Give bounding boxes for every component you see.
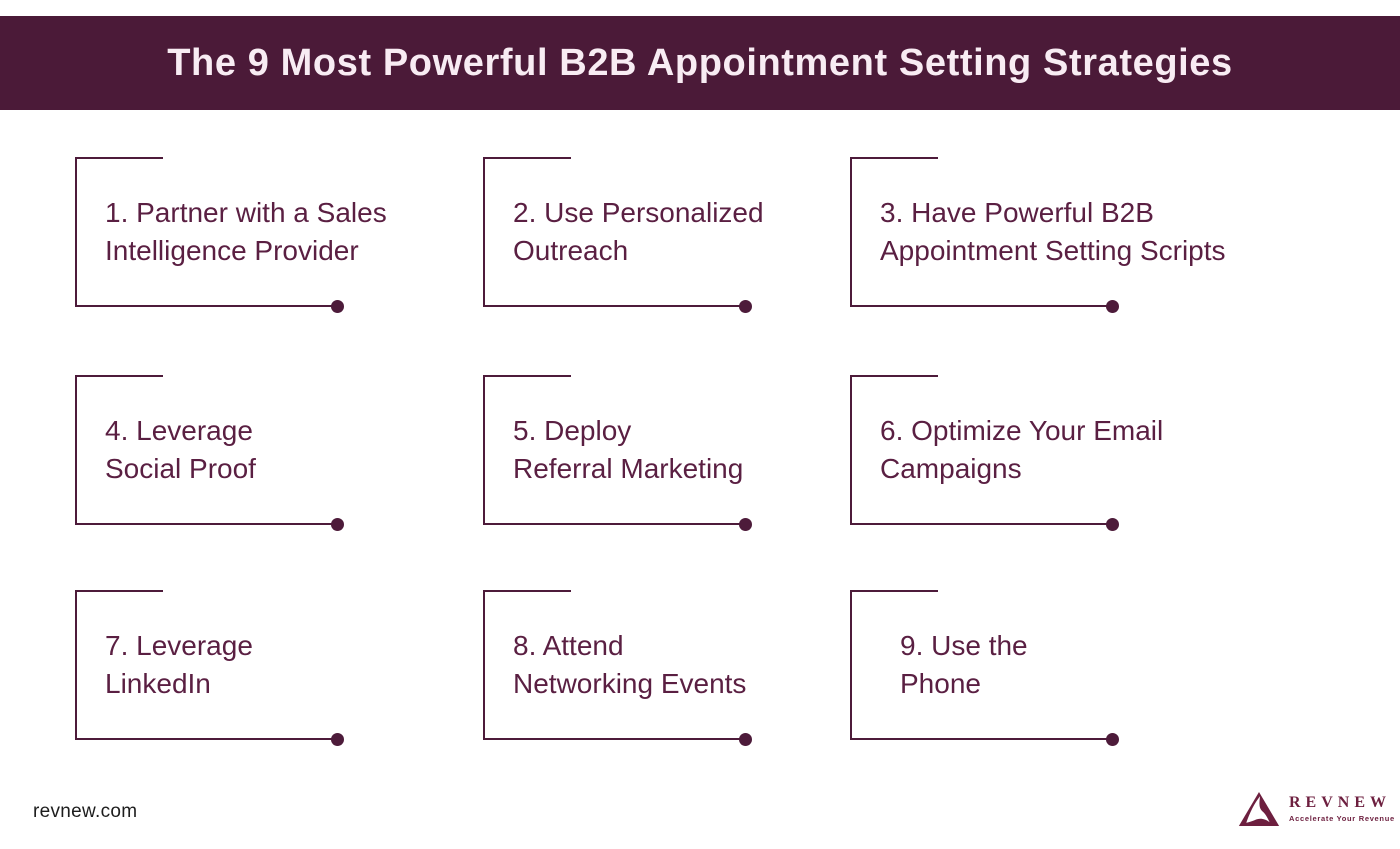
bracket-left-line (75, 157, 77, 307)
bracket-top-line (75, 375, 163, 377)
strategy-label: 5. Deploy Referral Marketing (513, 415, 744, 484)
bracket-top-line (850, 590, 938, 592)
logo-tagline: Accelerate Your Revenue (1289, 814, 1395, 823)
bullet-dot (1106, 733, 1119, 746)
bracket-bottom-line (850, 305, 1112, 307)
bracket-top-line (483, 590, 571, 592)
strategy-label: 2. Use Personalized Outreach (513, 197, 764, 266)
strategy-card-8: 8. Attend Networking Events (483, 590, 752, 746)
strategy-card-2: 2. Use Personalized Outreach (483, 157, 764, 313)
strategy-label: 7. Leverage LinkedIn (105, 630, 253, 699)
bracket-left-line (483, 375, 485, 525)
header-banner: The 9 Most Powerful B2B Appointment Sett… (0, 16, 1400, 110)
bracket-bottom-line (75, 305, 337, 307)
bullet-dot (739, 300, 752, 313)
bracket-top-line (850, 157, 938, 159)
bullet-dot (739, 518, 752, 531)
bracket-top-line (483, 157, 571, 159)
bracket-bottom-line (75, 738, 337, 740)
bracket-top-line (850, 375, 938, 377)
bullet-dot (331, 733, 344, 746)
bracket-left-line (483, 157, 485, 307)
logo-text-block: REVNEW Accelerate Your Revenue (1289, 794, 1395, 824)
bullet-dot (331, 300, 344, 313)
bracket-left-line (850, 590, 852, 740)
bracket-left-line (75, 590, 77, 740)
bracket-left-line (850, 375, 852, 525)
logo-name: REVNEW (1289, 794, 1392, 811)
bullet-dot (331, 518, 344, 531)
strategy-label: 6. Optimize Your Email Campaigns (880, 415, 1164, 484)
bracket-bottom-line (483, 523, 745, 525)
strategy-card-9: 9. Use the Phone (850, 590, 1119, 746)
revnew-triangle-wave-icon (1238, 792, 1280, 826)
bullet-dot (739, 733, 752, 746)
bullet-dot (1106, 300, 1119, 313)
strategy-card-3: 3. Have Powerful B2B Appointment Setting… (850, 157, 1226, 313)
strategy-label: 1. Partner with a Sales Intelligence Pro… (105, 197, 387, 266)
strategy-card-1: 1. Partner with a Sales Intelligence Pro… (75, 157, 387, 313)
strategy-label: 8. Attend Networking Events (513, 630, 747, 699)
bracket-bottom-line (75, 523, 337, 525)
bracket-bottom-line (850, 523, 1112, 525)
bracket-top-line (483, 375, 571, 377)
website-url: revnew.com (33, 801, 138, 822)
strategy-card-7: 7. Leverage LinkedIn (75, 590, 344, 746)
strategy-card-4: 4. Leverage Social Proof (75, 375, 344, 531)
bracket-top-line (75, 590, 163, 592)
revnew-logo: REVNEW Accelerate Your Revenue (1236, 791, 1395, 827)
bracket-bottom-line (483, 738, 745, 740)
strategy-card-5: 5. Deploy Referral Marketing (483, 375, 752, 531)
page-title: The 9 Most Powerful B2B Appointment Sett… (167, 41, 1233, 84)
bracket-top-line (75, 157, 163, 159)
strategy-card-6: 6. Optimize Your Email Campaigns (850, 375, 1163, 531)
strategy-label: 4. Leverage Social Proof (105, 415, 256, 484)
bullet-dot (1106, 518, 1119, 531)
strategy-label: 9. Use the Phone (900, 630, 1028, 699)
bracket-left-line (850, 157, 852, 307)
strategy-label: 3. Have Powerful B2B Appointment Setting… (880, 197, 1226, 266)
bracket-bottom-line (850, 738, 1112, 740)
bracket-bottom-line (483, 305, 745, 307)
bracket-left-line (75, 375, 77, 525)
bracket-left-line (483, 590, 485, 740)
